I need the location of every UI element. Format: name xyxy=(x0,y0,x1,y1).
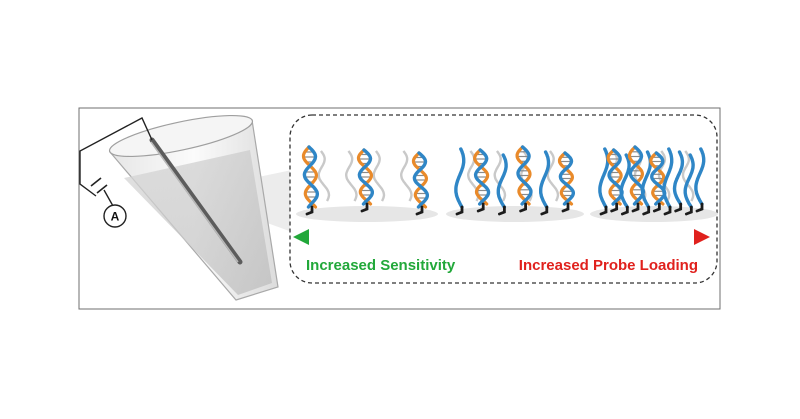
capacitor-plate-1 xyxy=(90,177,102,187)
probe-strand xyxy=(539,150,551,209)
probe-strand xyxy=(302,145,319,209)
circuit-wire xyxy=(79,117,153,197)
thiol-anchor xyxy=(540,205,549,216)
probe-strand xyxy=(683,153,695,209)
complement-strand xyxy=(606,148,623,206)
single-strand-probe xyxy=(619,153,631,216)
thiol-anchor xyxy=(610,202,619,213)
complement-strand xyxy=(301,145,319,209)
background-strand xyxy=(372,150,386,202)
thiol-anchor xyxy=(684,205,693,216)
probe-strand xyxy=(619,153,631,209)
dna-duplex xyxy=(627,145,645,213)
complement-strand xyxy=(627,145,645,206)
thiol-anchor xyxy=(415,205,424,216)
background-strand xyxy=(317,150,331,202)
single-strand-probe xyxy=(672,150,685,213)
probe-strand xyxy=(357,148,374,206)
probe-strand xyxy=(412,151,429,209)
tube-rim xyxy=(108,114,254,158)
thiol-anchor xyxy=(631,202,640,213)
dna-duplex xyxy=(411,151,429,216)
surface-shadow xyxy=(590,206,718,222)
thiol-anchor xyxy=(455,205,464,216)
capacitor-plate-2 xyxy=(96,184,108,194)
working-electrode xyxy=(149,137,243,265)
probe-strand xyxy=(558,151,575,206)
background-strand xyxy=(681,150,695,202)
complement-strand xyxy=(356,148,374,206)
surface-shadows xyxy=(296,206,718,222)
single-strand-probe xyxy=(454,147,466,216)
dna-strands xyxy=(301,145,706,216)
trend-arrow-right-head xyxy=(694,229,710,245)
complement-strand xyxy=(473,148,490,206)
complement-strand xyxy=(649,151,666,206)
dna-duplex xyxy=(557,151,575,213)
trend-arrow-left-head xyxy=(293,229,309,245)
surface-shadow xyxy=(296,206,438,222)
probe-strand xyxy=(672,150,685,206)
complement-strand xyxy=(515,145,532,206)
dna-duplex xyxy=(301,145,319,216)
thiol-anchor xyxy=(519,202,527,213)
single-strand-probe xyxy=(662,147,674,216)
thiol-anchor xyxy=(498,205,506,216)
background-strand xyxy=(546,150,560,202)
single-strand-probe xyxy=(539,150,551,216)
thiol-anchor xyxy=(652,202,661,213)
thiol-anchor xyxy=(620,205,629,216)
ammeter-label: A xyxy=(111,210,120,224)
thiol-anchor xyxy=(642,205,651,216)
background-strands xyxy=(317,150,695,202)
electrochemical-cell: A xyxy=(79,114,279,301)
background-strand xyxy=(399,150,413,202)
dna-duplex xyxy=(473,148,491,213)
thiol-anchor xyxy=(360,202,369,213)
thiol-anchor xyxy=(599,205,608,216)
thiol-anchor xyxy=(476,202,485,213)
thiol-anchor xyxy=(695,202,704,213)
background-strand xyxy=(344,150,358,202)
thiol-anchor xyxy=(305,205,314,216)
thiol-anchor xyxy=(561,202,570,213)
sensitivity-label: Increased Sensitivity xyxy=(306,257,456,274)
probe-strand xyxy=(496,153,508,209)
probe-strand xyxy=(662,147,674,209)
single-strand-probe xyxy=(683,153,695,216)
single-strand-probe xyxy=(694,147,706,213)
meter-lead xyxy=(103,189,114,207)
complement-strand xyxy=(557,151,575,206)
probe-strand xyxy=(694,147,706,206)
complement-strand xyxy=(411,151,429,209)
dna-duplex xyxy=(515,145,533,213)
probe-loading-label: Increased Probe Loading xyxy=(519,257,698,274)
background-strand xyxy=(657,150,671,202)
probe-strand xyxy=(473,148,491,206)
thiol-anchor xyxy=(674,202,683,213)
dna-duplex xyxy=(356,148,374,213)
trend-arrow xyxy=(293,229,710,245)
single-strand-probe xyxy=(496,153,508,216)
background-strand xyxy=(493,150,507,202)
surface-shadow xyxy=(446,206,584,222)
working-electrode-highlight xyxy=(150,141,239,263)
probe-strand xyxy=(516,145,533,206)
ammeter xyxy=(103,204,127,228)
thiol-anchor xyxy=(663,205,672,216)
probe-strand xyxy=(454,147,466,209)
